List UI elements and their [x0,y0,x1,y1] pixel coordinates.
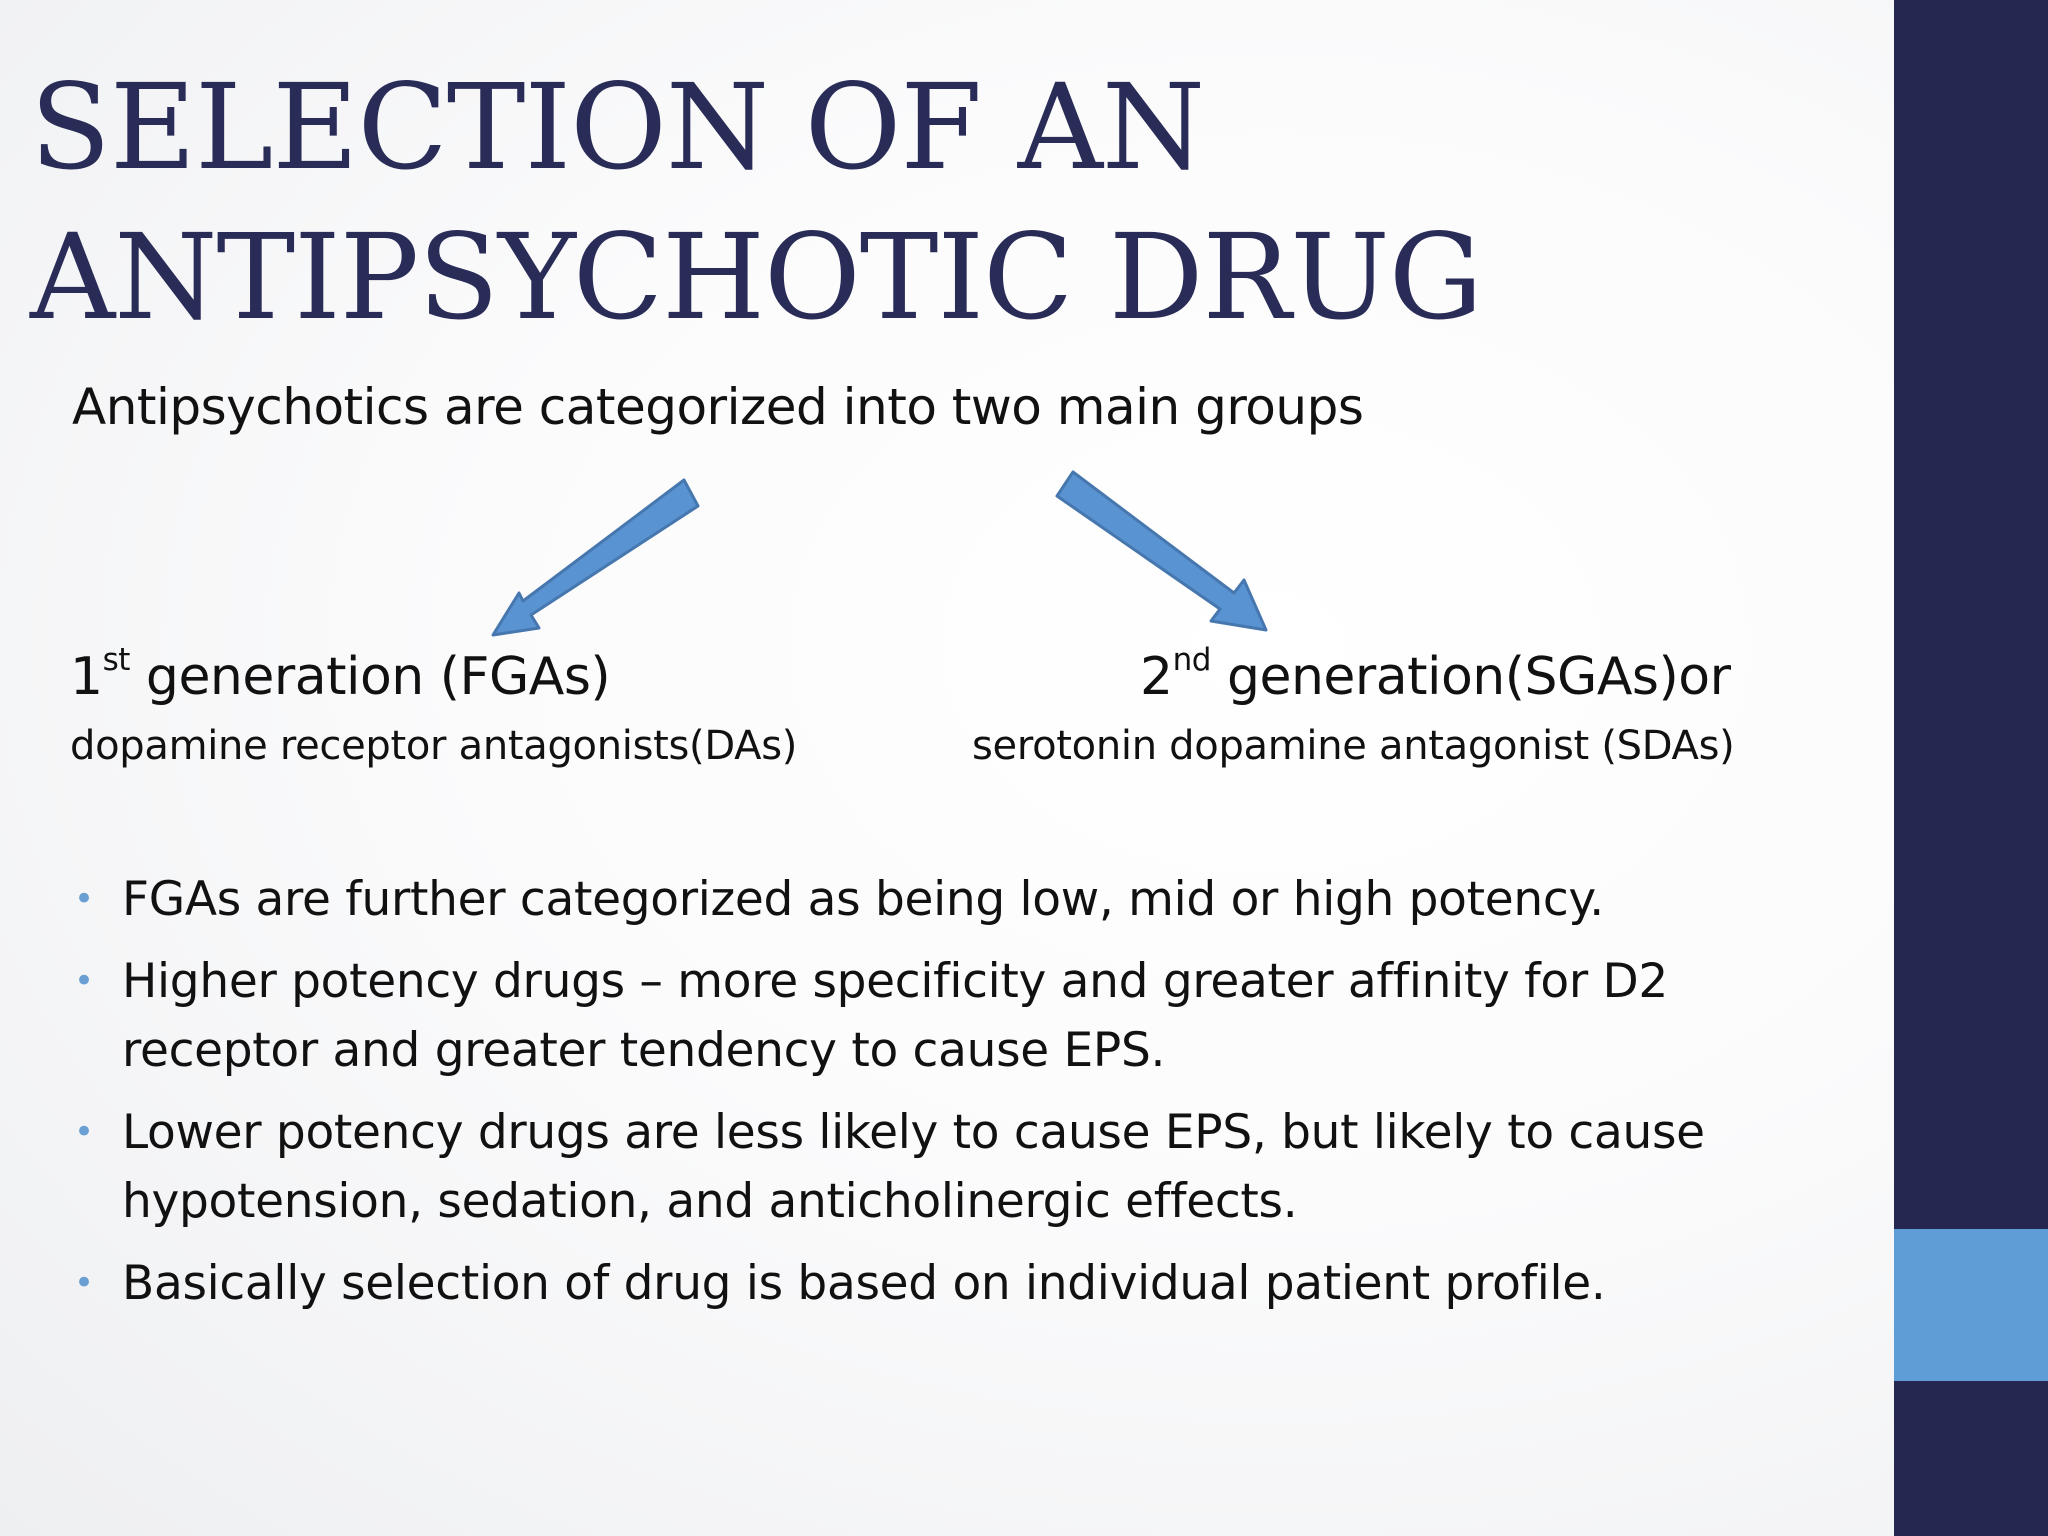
bullet-item: • Lower potency drugs are less likely to … [70,1098,1770,1236]
bullet-text: Lower potency drugs are less likely to c… [122,1105,1705,1229]
second-generation-title: 2nd generation(SGAs)or [1140,644,1731,710]
arrow-down-left-icon [491,478,700,637]
arrow-down-right-icon [1055,470,1268,632]
arrows-diagram [491,470,1268,637]
first-generation-suffix: st [102,642,131,678]
first-generation-number: 1 [70,647,103,707]
side-accent-block [1894,1229,2048,1381]
second-generation-number: 2 [1140,647,1173,707]
bullet-dot-icon: • [74,961,94,1001]
first-generation-title: 1st generation (FGAs) [70,642,611,710]
bullet-dot-icon: • [74,1263,94,1303]
bullet-item: • Higher potency drugs – more specificity… [70,947,1770,1085]
first-generation-label: generation (FGAs) [129,647,611,707]
bullet-item: • FGAs are further categorized as being l… [70,865,1770,934]
slide-title: SELECTION OF AN ANTIPSYCHOTIC DRUG [30,58,1483,346]
intro-text: Antipsychotics are categorized into two … [72,378,1364,436]
bullet-item: • Basically selection of drug is based on… [70,1249,1770,1318]
second-generation-label: generation(SGAs)or [1210,647,1731,707]
second-generation-suffix: nd [1172,642,1212,678]
second-generation-subtitle: serotonin dopamine antagonist (SDAs) [972,723,1735,769]
bullet-dot-icon: • [74,1112,94,1152]
first-generation-subtitle: dopamine receptor antagonists(DAs) [70,723,798,769]
bullet-text: Higher potency drugs – more specificity … [122,954,1669,1078]
bullet-dot-icon: • [74,879,94,919]
bullet-text: FGAs are further categorized as being lo… [122,872,1604,927]
bullet-list: • FGAs are further categorized as being l… [70,865,1770,1331]
bullet-text: Basically selection of drug is based on … [122,1256,1606,1311]
